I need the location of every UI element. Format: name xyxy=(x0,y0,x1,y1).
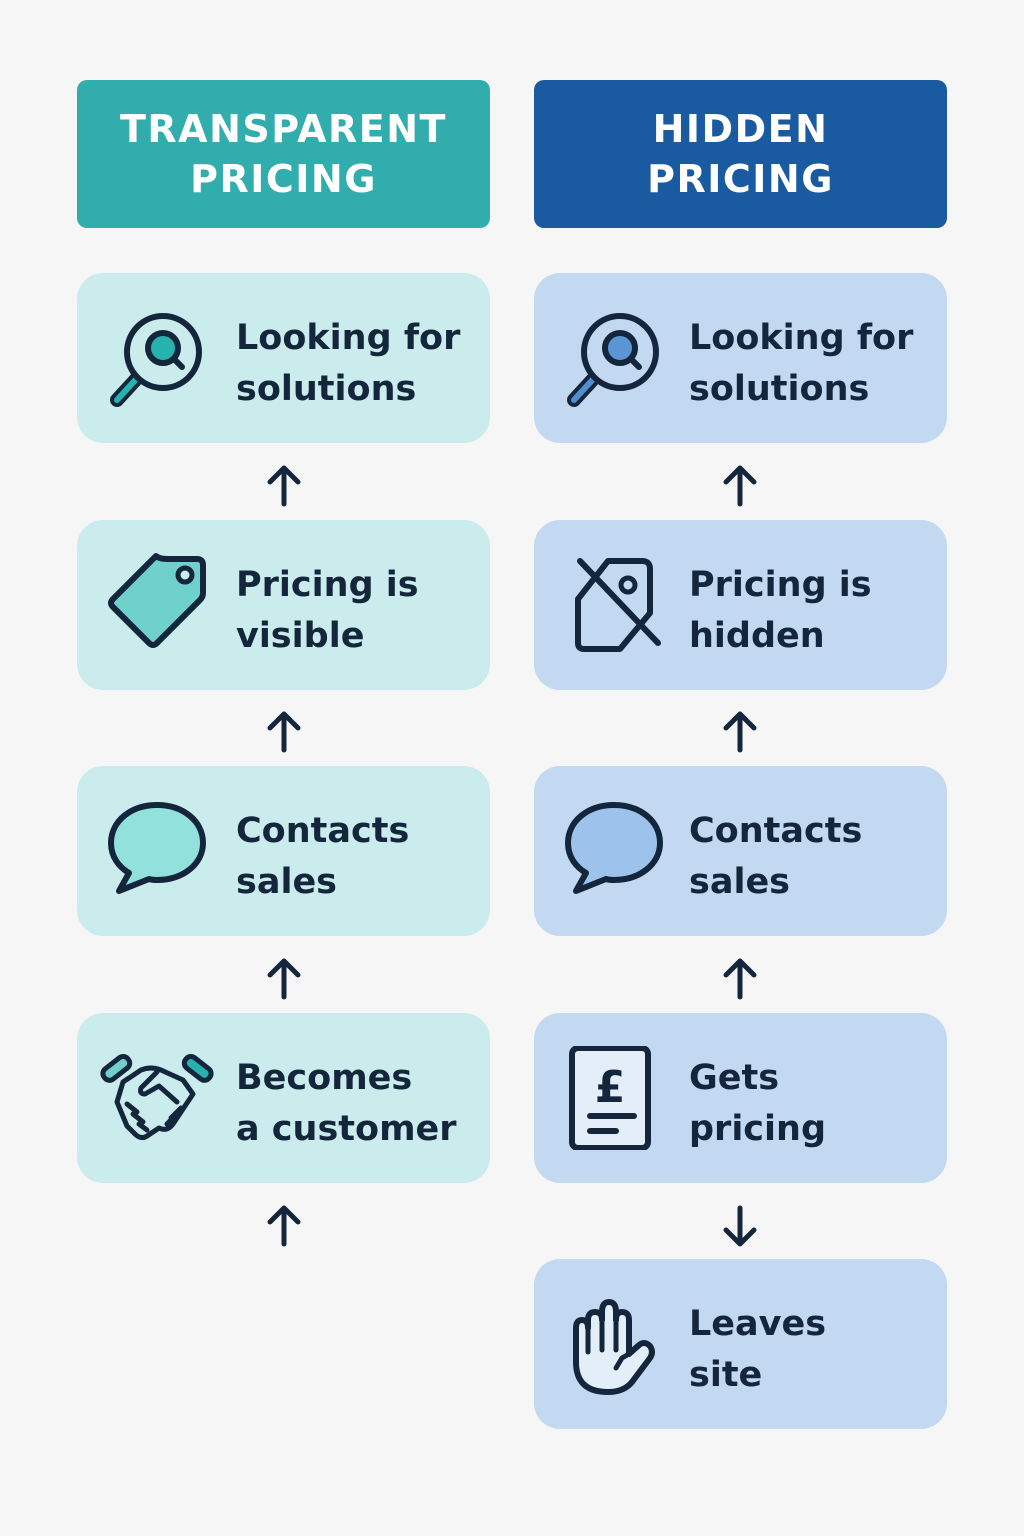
step-label-line-2: pricing xyxy=(689,1109,827,1149)
header-line-2: PRICING xyxy=(647,157,834,201)
header-line-2: PRICING xyxy=(190,157,377,201)
transparent-pricing-header: TRANSPARENT PRICING xyxy=(77,80,490,228)
hidden-step-contacts-sales: Contacts sales xyxy=(534,766,947,936)
arrow-up-icon xyxy=(264,462,304,510)
step-label-line-1: Becomes xyxy=(236,1058,413,1098)
crossed-price-tag-icon xyxy=(575,558,661,652)
raised-hand-icon xyxy=(573,1299,655,1395)
transparent-step-contacts-sales: Contacts sales xyxy=(77,766,490,936)
arrow-down-icon xyxy=(720,1202,760,1250)
transparent-step-becomes-customer: Becomes a customer xyxy=(77,1013,490,1183)
step-label-line-2: visible xyxy=(236,616,365,656)
arrow-up-icon xyxy=(264,955,304,1003)
step-label-line-1: Pricing is xyxy=(236,565,419,605)
speech-bubble-icon xyxy=(565,802,663,894)
speech-bubble-icon xyxy=(108,802,206,894)
step-label-line-2: site xyxy=(689,1355,763,1395)
step-label: Gets pricing xyxy=(689,1053,826,1155)
transparent-step-pricing-visible: Pricing is visible xyxy=(77,520,490,690)
step-label: Looking for solutions xyxy=(236,313,460,415)
step-label: Pricing is visible xyxy=(236,560,419,662)
step-label-line-2: a customer xyxy=(236,1109,457,1149)
hidden-step-pricing-hidden: Pricing is hidden xyxy=(534,520,947,690)
step-label-line-1: Gets xyxy=(689,1058,780,1098)
arrow-up-icon xyxy=(720,955,760,1003)
step-label-line-2: solutions xyxy=(236,369,417,409)
pound-invoice-icon: £ xyxy=(569,1046,651,1150)
step-label-line-1: Contacts xyxy=(689,811,863,851)
arrow-up-icon xyxy=(264,708,304,756)
step-label-line-1: Contacts xyxy=(236,811,410,851)
transparent-step-looking: Looking for solutions xyxy=(77,273,490,443)
magnifier-icon xyxy=(110,313,202,407)
step-label-line-2: solutions xyxy=(689,369,870,409)
step-label: Pricing is hidden xyxy=(689,560,872,662)
step-label-line-1: Pricing is xyxy=(689,565,872,605)
step-label-line-1: Leaves xyxy=(689,1304,827,1344)
step-label: Contacts sales xyxy=(689,806,862,908)
hidden-step-looking: Looking for solutions xyxy=(534,273,947,443)
step-label-line-2: sales xyxy=(236,862,338,902)
step-label: Becomes a customer xyxy=(236,1053,457,1155)
arrow-up-icon xyxy=(720,462,760,510)
hidden-pricing-header: HIDDEN PRICING xyxy=(534,80,947,228)
price-tag-icon xyxy=(108,553,206,648)
magnifier-icon xyxy=(567,313,659,407)
arrow-up-icon xyxy=(264,1202,304,1250)
hidden-step-leaves-site: Leaves site xyxy=(534,1259,947,1429)
step-label-line-1: Looking for xyxy=(689,318,914,358)
step-label-line-2: hidden xyxy=(689,616,825,656)
arrow-up-icon xyxy=(720,708,760,756)
step-label-line-1: Looking for xyxy=(236,318,461,358)
step-label: Contacts sales xyxy=(236,806,409,908)
step-label: Leaves site xyxy=(689,1299,826,1401)
svg-text:£: £ xyxy=(595,1062,626,1113)
header-line-1: HIDDEN xyxy=(652,107,829,151)
step-label: Looking for solutions xyxy=(689,313,913,415)
handshake-icon xyxy=(100,1053,214,1141)
header-line-1: TRANSPARENT xyxy=(120,107,447,151)
step-label-line-2: sales xyxy=(689,862,791,902)
hidden-step-gets-pricing: £ Gets pricing xyxy=(534,1013,947,1183)
